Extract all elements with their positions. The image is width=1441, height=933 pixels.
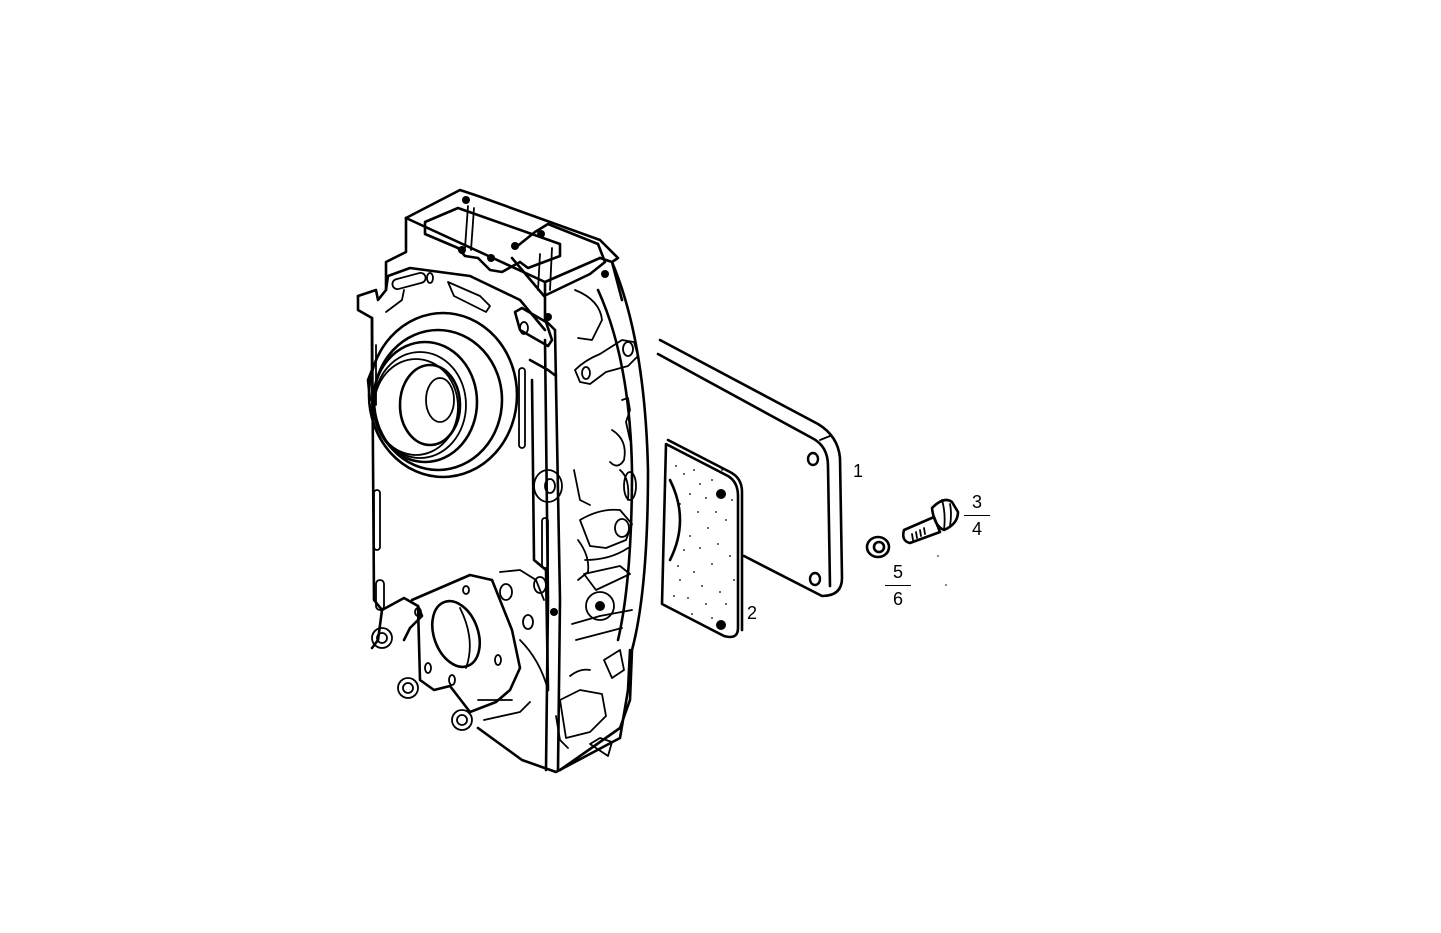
washer xyxy=(865,535,891,559)
screw xyxy=(901,498,960,545)
callout-5: 5 xyxy=(892,562,903,582)
gasket xyxy=(660,438,744,639)
callout-5-6-washer: 5 6 xyxy=(885,563,911,608)
fraction-bar xyxy=(885,585,911,586)
callout-3: 3 xyxy=(971,492,982,512)
gasket-texture xyxy=(673,465,735,619)
transmission-housing xyxy=(356,188,650,774)
fraction-bar xyxy=(964,515,990,516)
callout-4: 4 xyxy=(971,519,982,539)
callout-1-cover-plate: 1 xyxy=(852,461,863,481)
callout-6: 6 xyxy=(892,589,903,609)
callout-3-4-screw: 3 4 xyxy=(964,493,990,538)
cover-plate xyxy=(656,338,844,598)
callout-2-gasket: 2 xyxy=(746,603,757,623)
